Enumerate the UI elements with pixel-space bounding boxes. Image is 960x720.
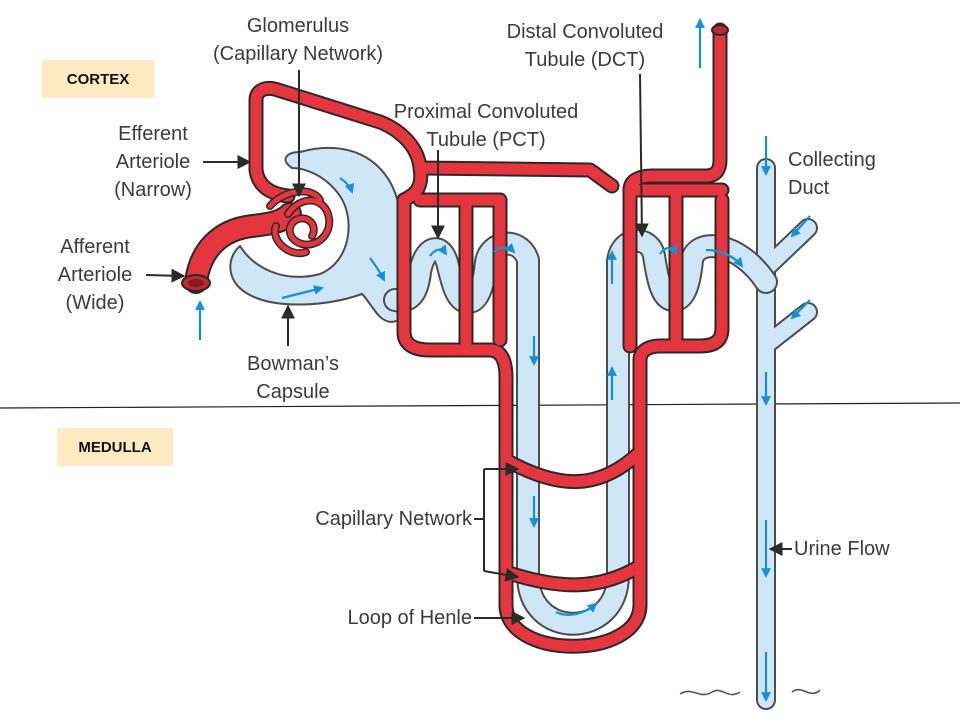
cortex-zone-label: CORTEX bbox=[42, 60, 154, 98]
bowman-label-line-1: Bowman’s bbox=[238, 350, 348, 378]
bowman-label-line-2: Capsule bbox=[238, 378, 348, 406]
glomerulus-label-line-1: Glomerulus bbox=[178, 12, 418, 40]
pct-label-line-2: Tubule (PCT) bbox=[368, 126, 604, 154]
capillary-network-label: Capillary Network bbox=[262, 505, 472, 533]
collecting-label-line-1: Collecting bbox=[788, 146, 876, 174]
dct-label-line-1: Distal Convoluted bbox=[482, 18, 688, 46]
loop-of-henle-label: Loop of Henle bbox=[302, 604, 472, 632]
medulla-zone-label: MEDULLA bbox=[57, 428, 173, 466]
afferent-label-line-2: Arteriole bbox=[40, 261, 150, 289]
afferent-label-line-3: (Wide) bbox=[40, 289, 150, 317]
collecting-label-line-2: Duct bbox=[788, 174, 876, 202]
afferent-label-line-1: Afferent bbox=[40, 233, 150, 261]
efferent-label-line-1: Efferent bbox=[98, 120, 208, 148]
glomerulus-label-line-2: (Capillary Network) bbox=[178, 40, 418, 68]
duct-continuation-line bbox=[680, 690, 820, 695]
pct-label: Proximal Convoluted Tubule (PCT) bbox=[368, 98, 604, 154]
efferent-label-line-2: Arteriole bbox=[98, 148, 208, 176]
collecting-duct-label: Collecting Duct bbox=[788, 146, 876, 202]
urine-flow-label: Urine Flow bbox=[794, 535, 890, 563]
efferent-arteriole-label: Efferent Arteriole (Narrow) bbox=[98, 120, 208, 204]
dct-label-line-2: Tubule (DCT) bbox=[482, 46, 688, 74]
dct-label: Distal Convoluted Tubule (DCT) bbox=[482, 18, 688, 74]
cortex-medulla-boundary bbox=[0, 403, 960, 408]
glomerulus-label: Glomerulus (Capillary Network) bbox=[178, 12, 418, 68]
afferent-arteriole-label: Afferent Arteriole (Wide) bbox=[40, 233, 150, 317]
bowmans-capsule-label: Bowman’s Capsule bbox=[238, 350, 348, 406]
efferent-label-line-3: (Narrow) bbox=[98, 176, 208, 204]
pct-label-line-1: Proximal Convoluted bbox=[368, 98, 604, 126]
collecting-duct bbox=[766, 168, 808, 700]
